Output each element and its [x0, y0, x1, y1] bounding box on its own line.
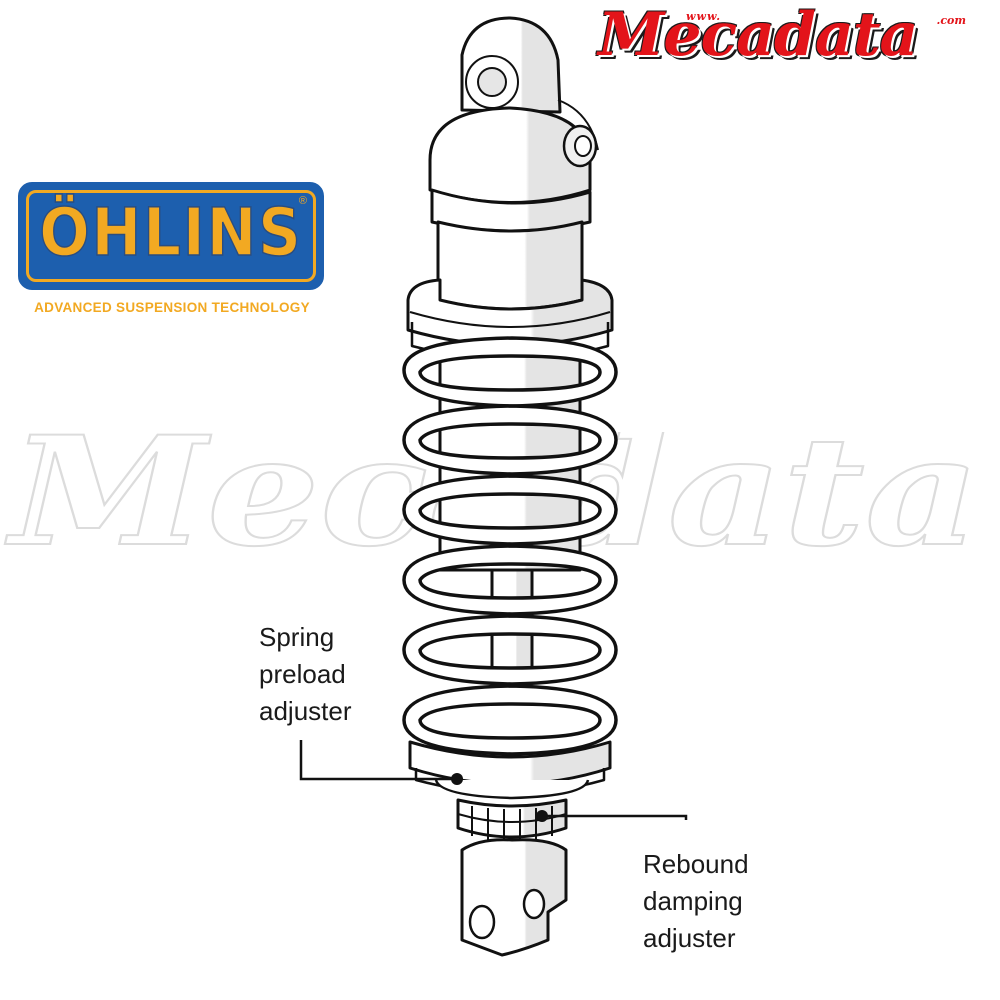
callout-line: damping	[643, 886, 743, 916]
callout-spring-preload-adjuster: Spring preload adjuster	[259, 619, 352, 730]
rebound-damping-leader	[542, 814, 688, 820]
spring-preload-leader	[299, 740, 457, 781]
callout-rebound-damping-adjuster: Rebound damping adjuster	[643, 846, 749, 957]
rebound-damping-marker-icon	[536, 810, 548, 822]
mecadata-logo-wordmark: Mecadata	[598, 0, 918, 70]
mecadata-logo: www. Mecadata .com	[592, 4, 996, 66]
registered-mark-icon: ®	[298, 195, 307, 207]
callout-line: Spring	[259, 622, 335, 652]
top-eyelet	[460, 16, 599, 151]
spring-preload-marker-icon	[451, 773, 463, 785]
callout-line: adjuster	[259, 696, 352, 726]
mecadata-logo-suffix: .com	[936, 14, 966, 27]
mecadata-logo-prefix: www.	[686, 10, 722, 23]
ohlins-logo-border	[26, 190, 316, 282]
ohlins-logo: ÖHLINS ®	[18, 182, 324, 290]
callout-line: Rebound	[643, 849, 749, 879]
ohlins-tagline: ADVANCED SUSPENSION TECHNOLOGY	[34, 300, 310, 315]
callout-line: adjuster	[643, 923, 736, 953]
callout-line: preload	[259, 659, 346, 689]
ohlins-logo-wordmark: ÖHLINS	[39, 193, 303, 272]
